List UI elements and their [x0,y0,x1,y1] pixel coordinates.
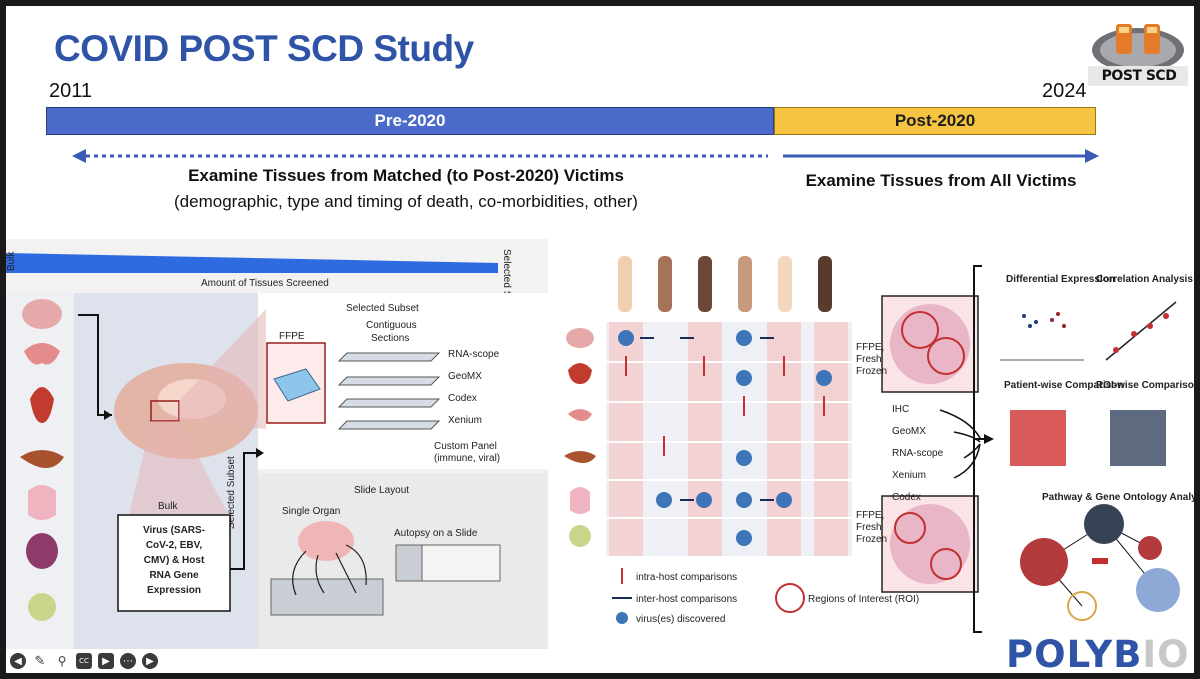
timeline-pre-2020-bar: Pre-2020 [46,107,774,135]
bulk-axis-label: Bulk [6,251,17,271]
matched-arrow [72,147,772,165]
pen-icon[interactable]: ✎ [32,653,48,669]
svg-text:CMV) & Host: CMV) & Host [144,555,205,566]
svg-text:Fresh: Fresh [856,354,882,365]
legend-intra-host: intra-host comparisons [636,572,737,583]
tissue-comparison-figure: FFPE, Fresh Frozen FFPE, Fresh Frozen IH… [554,246,1194,646]
svg-text:CoV-2, EBV,: CoV-2, EBV, [146,540,203,551]
selected-subset-header: Selected Subset [346,303,419,314]
pathway-title: Pathway & Gene Ontology Analysis [1042,492,1194,503]
assay-rna-scope: RNA-scope [448,349,500,360]
timeline-start-year: 2011 [49,80,92,103]
slide: COVID POST SCD Study POST SCD 2011 2024 … [6,6,1194,673]
technique-rna-scope: RNA-scope [892,448,944,459]
legend-virus: virus(es) discovered [636,614,725,625]
autopsy-on-slide-label: Autopsy on a Slide [394,528,478,539]
next-icon[interactable]: ▶ [142,653,158,669]
video-icon[interactable]: ▶ [98,653,114,669]
roi-wise-heatmap [1110,410,1166,466]
timeline-end-year: 2024 [1042,80,1087,103]
legend-inter-host: inter-host comparisons [636,594,737,605]
technique-codex: Codex [892,492,921,503]
pre-2020-label: Pre-2020 [375,111,446,131]
svg-text:Frozen: Frozen [856,534,887,545]
roi-wise-title: ROI-wise Comparison [1096,380,1194,391]
assay-geomx: GeoMX [448,371,482,382]
polybio-logo: POLYBIO [1006,633,1190,673]
legend-roi: Regions of Interest (ROI) [808,594,919,605]
slide-title: COVID POST SCD Study [54,28,474,70]
svg-text:Fresh: Fresh [856,522,882,533]
presentation-toolbar: ◀ ✎ ⚲ CC ▶ ⋯ ▶ [10,652,158,670]
technique-xenium: Xenium [892,470,926,481]
ffpe-fresh-frozen-bottom: FFPE, [856,510,884,521]
assay-xenium: Xenium [448,415,482,426]
logo-text: POST SCD [1094,68,1184,84]
correlation-analysis-title: Correlation Analysis [1096,274,1193,285]
bulk-label: Bulk [158,501,178,512]
single-organ-label: Single Organ [282,506,340,517]
ffpe-fresh-frozen-top: FFPE, [856,342,884,353]
ffpe-label: FFPE [279,331,305,342]
contiguous-label: Contiguous [366,320,417,331]
custom-panel-detail: (immune, viral) [434,453,500,464]
svg-text:RNA Gene: RNA Gene [149,570,199,581]
sections-label: Sections [371,333,409,344]
bulk-expression-box: Virus (SARS- CoV-2, EBV, CMV) & Host RNA… [143,525,205,596]
patient-wise-heatmap [1010,410,1066,466]
svg-text:Expression: Expression [147,585,201,596]
amount-label: Amount of Tissues Screened [201,278,329,289]
zoom-icon[interactable]: ⚲ [54,653,70,669]
prev-icon[interactable]: ◀ [10,653,26,669]
technique-geomx: GeoMX [892,426,926,437]
slide-layout-label: Slide Layout [354,485,409,496]
matched-victims-detail: (demographic, type and timing of death, … [66,192,746,212]
all-victims-arrow [783,147,1099,165]
captions-icon[interactable]: CC [76,653,92,669]
matched-victims-heading: Examine Tissues from Matched (to Post-20… [66,166,746,186]
technique-ihc: IHC [892,404,909,415]
assay-codex: Codex [448,393,477,404]
svg-text:Frozen: Frozen [856,366,887,377]
all-victims-heading: Examine Tissues from All Victims [776,171,1106,191]
custom-panel-label: Custom Panel [434,441,497,452]
post-scd-logo: POST SCD [1088,20,1188,88]
post-2020-label: Post-2020 [895,111,975,131]
svg-text:Virus (SARS-: Virus (SARS- [143,525,205,536]
more-icon[interactable]: ⋯ [120,653,136,669]
tissue-screening-figure: Bulk Selected Subset Amount of Tissues S… [6,239,548,649]
timeline-post-2020-bar: Post-2020 [774,107,1096,135]
